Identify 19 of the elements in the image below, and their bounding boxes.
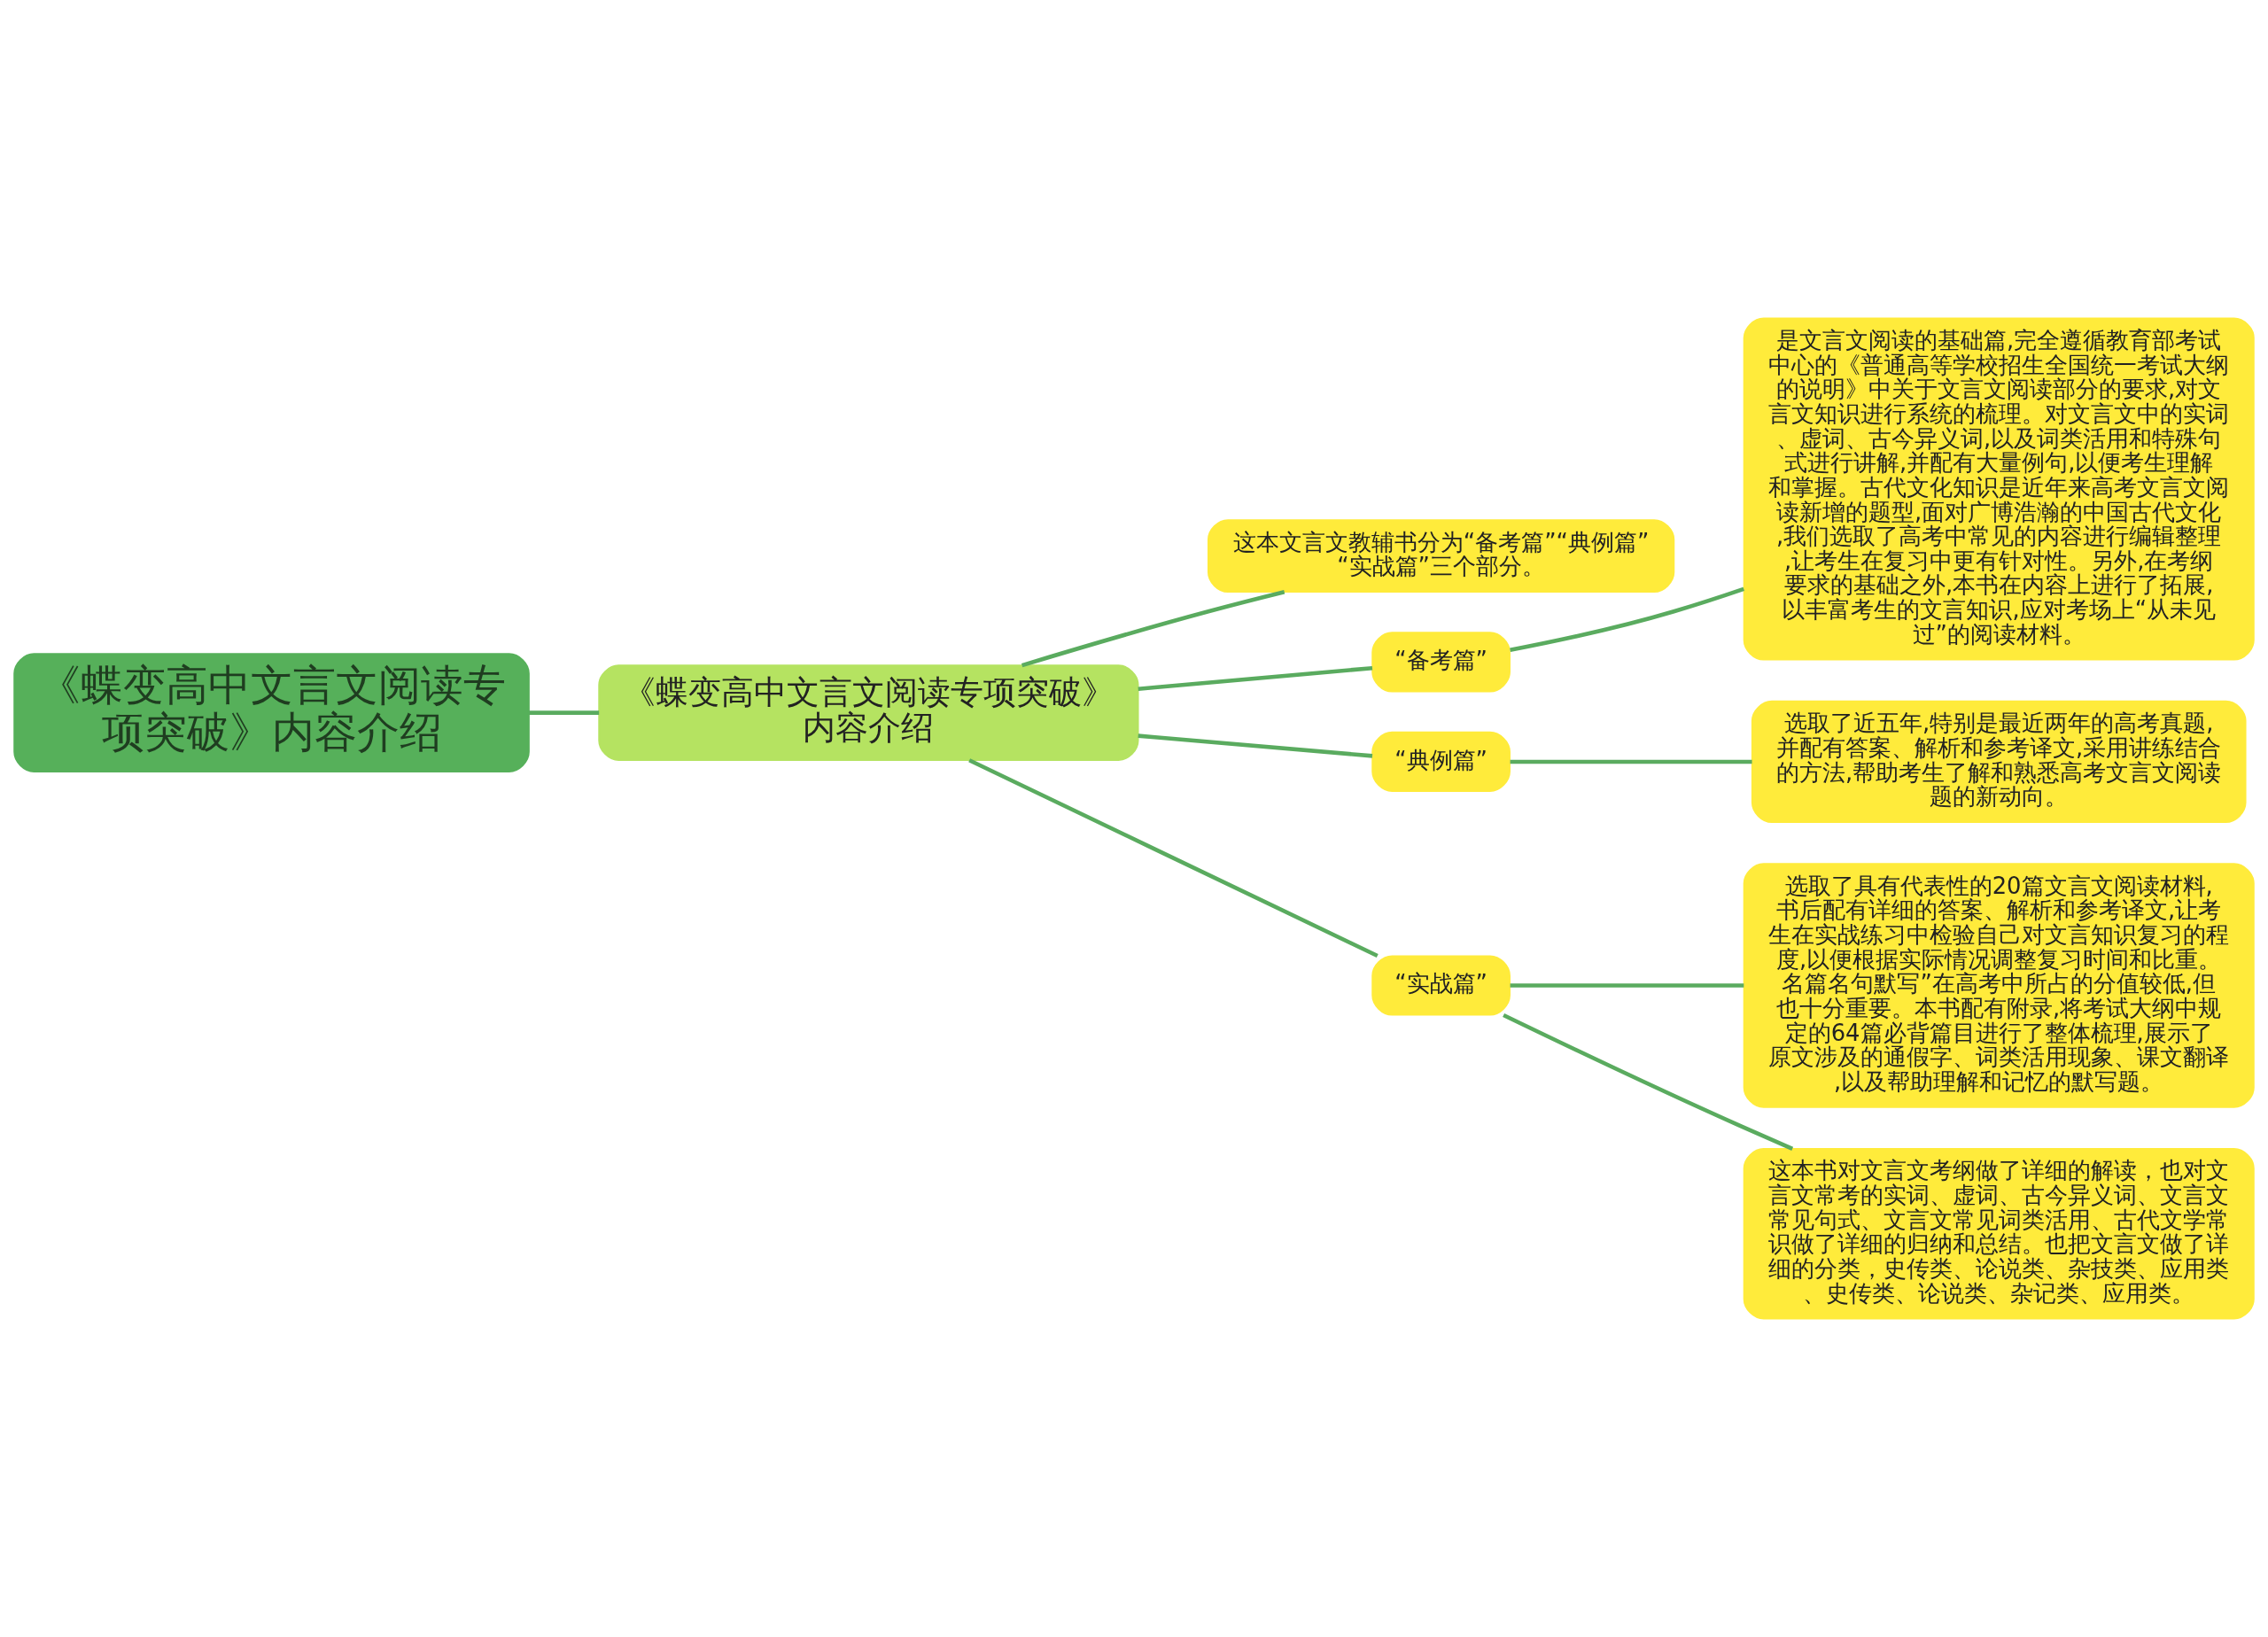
node-box: 这本文言文教辅书分为“备考篇”“典例篇”“实战篇”三个部分。 — [1207, 519, 1675, 594]
node-box: 《蝶变高中文言文阅读专项突破》内容介绍 — [13, 653, 530, 772]
connector — [1510, 983, 1744, 988]
connector — [528, 710, 600, 715]
node-box: 《蝶变高中文言文阅读专项突破》内容介绍 — [598, 664, 1139, 761]
node-box: 选取了具有代表性的20篇文言文阅读材料,书后配有详细的答案、解析和参考译文,让考生在实战练习中检验自己对文言知识复习的程度,以便根据实际情况调整复习时间和比重。名篇名句默写”在高考中所占的分值较低,但也十分重要。本书配有附录,将考试大纲中规定的64篇必背篇目进行了整体梳理,展示了原文涉及的通假字、词类活用现象、课文翻译,以及帮助理解和记忆的默写题。 — [1743, 863, 2255, 1108]
connector — [1021, 590, 1285, 668]
node-box: 选取了近五年,特别是最近两年的高考真题,并配有答案、解析和参考译文,采用讲练结合的方法,帮助考生了解和熟悉高考文言文阅读题的新动向。 — [1751, 700, 2247, 824]
connector — [1510, 759, 1752, 764]
node-box: “实战篇” — [1371, 955, 1511, 1016]
node-box: 这本书对文言文考纲做了详细的解读，也对文言文常考的实词、虚词、古今异义词、文言文常见句式、文言文常见词类活用、古代文学常识做了详细的归纳和总结。也把文言文做了详细的分类，史传类、论说类、杂技类、应用类、史传类、论说类、杂记类、应用类。 — [1743, 1147, 2255, 1320]
node-box: 是文言文阅读的基础篇,完全遵循教育部考试中心的《普通高等学校招生全国统一考试大纲的说明》中关于文言文阅读部分的要求,对文言文知识进行系统的梳理。对文言文中的实词、虚词、古今异义词,以及词类活用和特殊句式进行讲解,并配有大量例句,以便考生理解和掌握。古代文化知识是近年来高考文言文阅读新增的题型,面对广博浩瀚的中国古代文化,我们选取了高考中常见的内容进行编辑整理,让考生在复习中更有针对性。另外,在考纲要求的基础之外,本书在内容上进行了拓展,以丰富考生的文言知识,应对考场上“从未见过”的阅读材料。 — [1743, 317, 2255, 661]
connector — [1138, 665, 1373, 691]
connector — [1138, 733, 1373, 758]
connector — [968, 758, 1379, 958]
connector — [1510, 586, 1745, 653]
node-box: “典例篇” — [1371, 731, 1511, 793]
connector — [1503, 1012, 1794, 1151]
node-box: “备考篇” — [1371, 632, 1511, 693]
